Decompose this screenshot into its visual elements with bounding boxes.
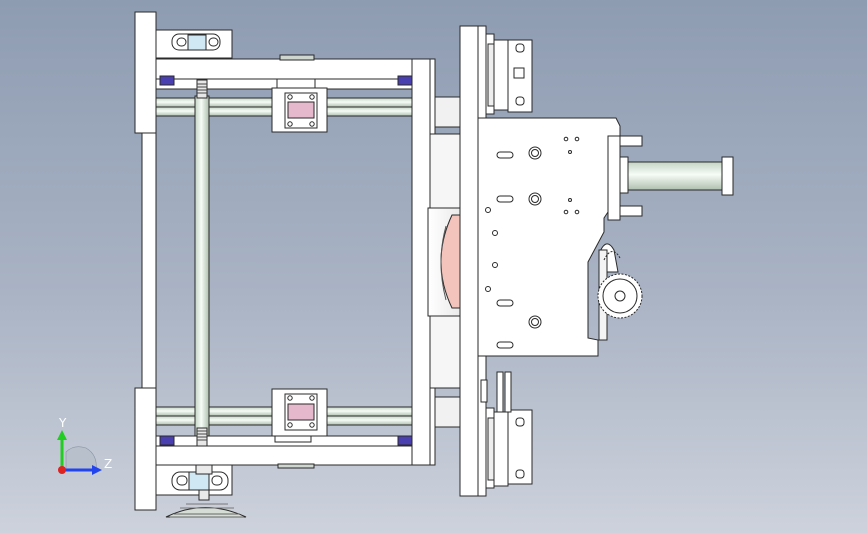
bottom-bracket (155, 464, 233, 496)
z-axis-label: Z (104, 457, 112, 471)
spur-gear-assembly (597, 243, 643, 341)
leveling-foot (165, 461, 247, 518)
triad-origin (58, 466, 66, 474)
top-bracket (155, 29, 233, 59)
top-actuator-stack (485, 33, 533, 115)
orientation-triad: Y Z (57, 416, 112, 475)
z-axis-arrowhead (92, 465, 102, 475)
left-side-plate (134, 11, 157, 511)
cam-follower (427, 207, 463, 317)
gearbox-plate (477, 117, 621, 357)
y-axis-arrowhead (57, 430, 67, 440)
bottom-bearing-block (271, 388, 328, 443)
y-axis-label: Y (58, 416, 67, 430)
vertical-guide-rod (194, 79, 210, 447)
top-bearing-block (271, 78, 328, 133)
output-cylinder (607, 135, 734, 221)
connecting-shafts (434, 96, 461, 428)
bottom-actuator-stack (480, 371, 533, 489)
